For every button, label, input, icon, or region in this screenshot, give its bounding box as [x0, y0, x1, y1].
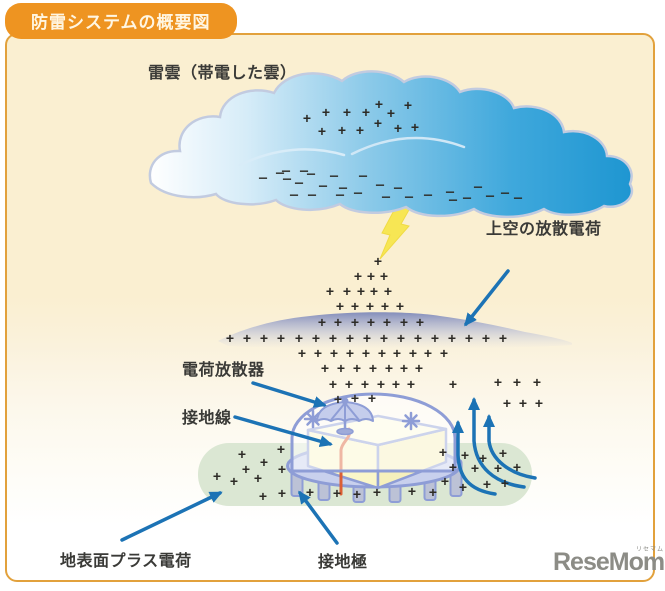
cloud-label: 雷雲（帯電した雲）	[148, 65, 297, 82]
electrode-label: 接地極	[318, 554, 368, 571]
resemom-logo: リセマム ReseMom.	[553, 547, 665, 577]
logo-text: ReseMom.	[553, 548, 665, 576]
sky-charge-label: 上空の放散電荷	[486, 221, 602, 238]
charge-dissipator-umbrella	[316, 397, 374, 436]
arrow-electrode	[298, 490, 339, 545]
surface-charge-label: 地表面プラス電荷	[60, 553, 192, 570]
sky-charge-layer	[218, 312, 572, 349]
arrow-dissipator	[251, 381, 327, 408]
arrow-surface-charge	[120, 491, 223, 542]
dissipator-label: 電荷放散器	[182, 362, 265, 379]
protection-dome	[290, 392, 457, 473]
title-badge: 防雷システムの概要図	[5, 3, 237, 39]
label-arrows	[120, 269, 510, 545]
protected-structure	[286, 392, 463, 503]
star-emitter-icon	[303, 409, 421, 431]
upward-charge-arrows	[452, 397, 537, 496]
logo-ruby: リセマム	[636, 547, 665, 553]
arrow-ground-wire	[233, 415, 333, 448]
arrow-sky-charge	[464, 269, 510, 327]
ground-wire-label: 接地線	[182, 410, 232, 427]
storm-cloud	[148, 70, 634, 219]
